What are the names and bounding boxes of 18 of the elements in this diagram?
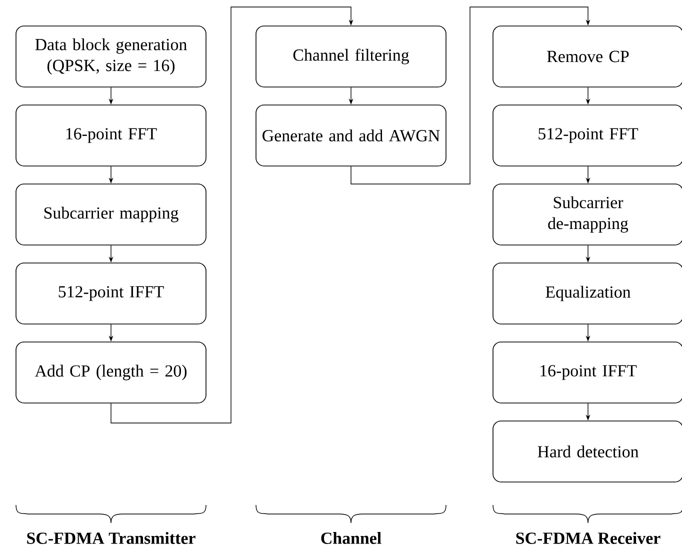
- process-box: 512-point IFFT: [16, 262, 206, 324]
- group-label: SC-FDMA Receiver: [516, 532, 660, 544]
- process-box: Hard detection: [492, 420, 682, 482]
- arrow: [110, 6, 354, 424]
- process-box: Data block generation (QPSK, size = 16): [16, 26, 206, 88]
- group-label: SC-FDMA Transmitter: [27, 532, 196, 544]
- process-box: Equalization: [492, 262, 682, 324]
- process-box: Subcarrier de-mapping: [492, 184, 682, 246]
- process-box: 512-point FFT: [492, 104, 682, 166]
- process-box: Add CP (length = 20): [16, 342, 206, 404]
- process-box: 16-point FFT: [16, 104, 206, 166]
- group-label: Channel: [321, 532, 382, 544]
- arrow: [350, 6, 590, 184]
- process-box: 16-point IFFT: [492, 342, 682, 404]
- process-box: Generate and add AWGN: [256, 104, 446, 166]
- process-box: Subcarrier mapping: [16, 184, 206, 246]
- process-box: Remove CP: [492, 26, 682, 88]
- process-box: Channel filtering: [256, 26, 446, 88]
